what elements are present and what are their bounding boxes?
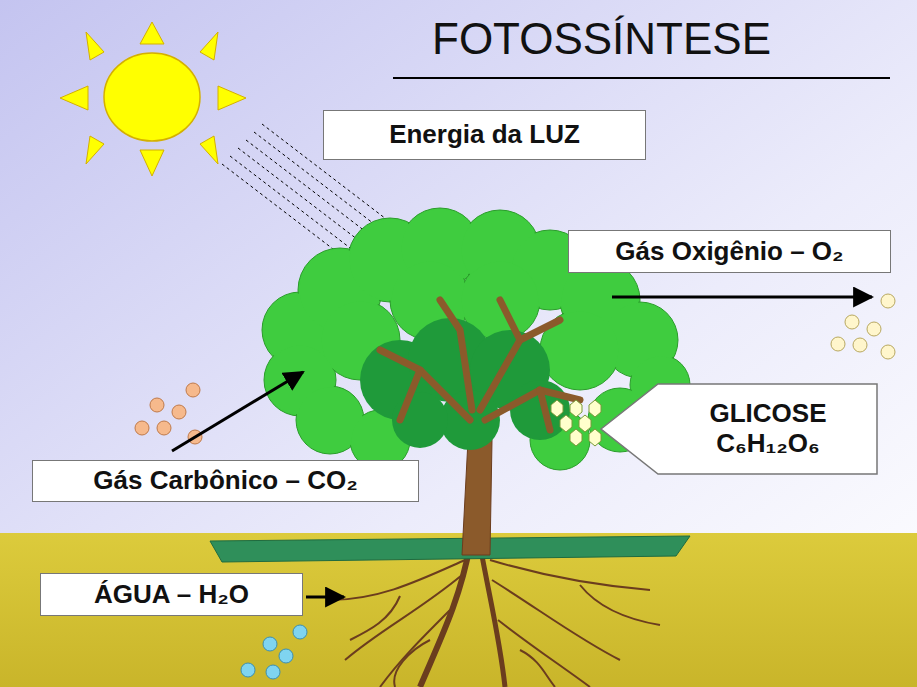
glucose-arrow-box: GLICOSEC₆H₁₂O₆: [600, 383, 878, 475]
light-ray: [238, 148, 366, 246]
branch: [540, 390, 550, 430]
title-underline: [393, 77, 890, 79]
water-dot: [241, 663, 255, 677]
o2-molecules: [831, 294, 895, 359]
light-ray: [222, 164, 350, 262]
root: [350, 596, 400, 640]
root: [490, 560, 650, 590]
o2-dot: [881, 345, 895, 359]
glucose-hexagon: [560, 415, 572, 432]
water-dot: [266, 665, 280, 679]
inner-foliage: [510, 380, 570, 440]
sun-ray: [86, 136, 104, 164]
o2-dot: [867, 322, 881, 336]
oxygen-box: Gás Oxigênio – O₂: [568, 230, 891, 273]
branch: [380, 350, 470, 420]
node-text: Energia da LUZ: [389, 120, 580, 150]
glucose-hexagon: [551, 400, 563, 417]
water-dot: [279, 649, 293, 663]
glucose-hexagon: [579, 415, 591, 432]
glucose-hexagon: [589, 429, 601, 446]
water-intake-arrow: [306, 596, 344, 599]
co2-molecules: [135, 383, 202, 444]
grass-patch: [210, 536, 690, 562]
water-molecules: [241, 625, 307, 679]
node-text: Gás Carbônico – CO₂: [93, 466, 357, 496]
root: [480, 545, 505, 687]
co2-dot: [135, 421, 149, 435]
light-ray: [230, 156, 358, 254]
root: [394, 640, 430, 687]
root: [492, 580, 620, 660]
root: [498, 620, 590, 687]
arrow-shape: [601, 384, 877, 474]
co2-dot: [157, 421, 171, 435]
energy-box: Energia da LUZ: [323, 110, 646, 160]
co2-intake-arrow: [172, 372, 303, 451]
branches: [380, 300, 580, 430]
glucose-hexagon: [589, 400, 601, 417]
sun-disc: [104, 53, 200, 141]
glucose-hexagon: [570, 400, 582, 417]
co2-dot: [150, 398, 164, 412]
water-dot: [293, 625, 307, 639]
sun-ray: [86, 32, 104, 60]
root: [580, 585, 660, 625]
co2-dot: [186, 383, 200, 397]
sun-ray: [218, 86, 246, 110]
node-text: GLICOSE: [709, 399, 826, 429]
sun-ray: [200, 136, 218, 164]
sun-ray: [140, 150, 164, 176]
o2-release-arrow: [612, 296, 872, 299]
branch: [440, 300, 472, 410]
glucose-molecules: [551, 400, 601, 446]
water-box: ÁGUA – H₂O: [40, 573, 303, 616]
o2-dot: [881, 294, 895, 308]
sun-ray: [200, 32, 218, 60]
root: [345, 575, 462, 660]
root: [520, 650, 555, 687]
node-text: C₆H₁₂O₆: [716, 429, 820, 459]
co2-dot: [172, 405, 186, 419]
sun-ray: [60, 86, 88, 110]
root: [330, 560, 465, 600]
o2-dot: [845, 315, 859, 329]
ground: [0, 533, 917, 687]
sun-ray: [140, 22, 164, 44]
sun: [60, 22, 246, 176]
o2-dot: [831, 337, 845, 351]
branch: [400, 370, 420, 420]
roots: [330, 545, 660, 687]
node-text: ÁGUA – H₂O: [94, 580, 249, 610]
water-dot: [263, 637, 277, 651]
carbon-dioxide-box: Gás Carbônico – CO₂: [32, 460, 419, 502]
glucose-hexagon: [570, 429, 582, 446]
diagram-title: FOTOSSÍNTESE: [432, 14, 771, 64]
o2-dot: [853, 338, 867, 352]
root: [380, 610, 450, 687]
branch: [500, 300, 520, 340]
node-text: Gás Oxigênio – O₂: [615, 237, 843, 267]
